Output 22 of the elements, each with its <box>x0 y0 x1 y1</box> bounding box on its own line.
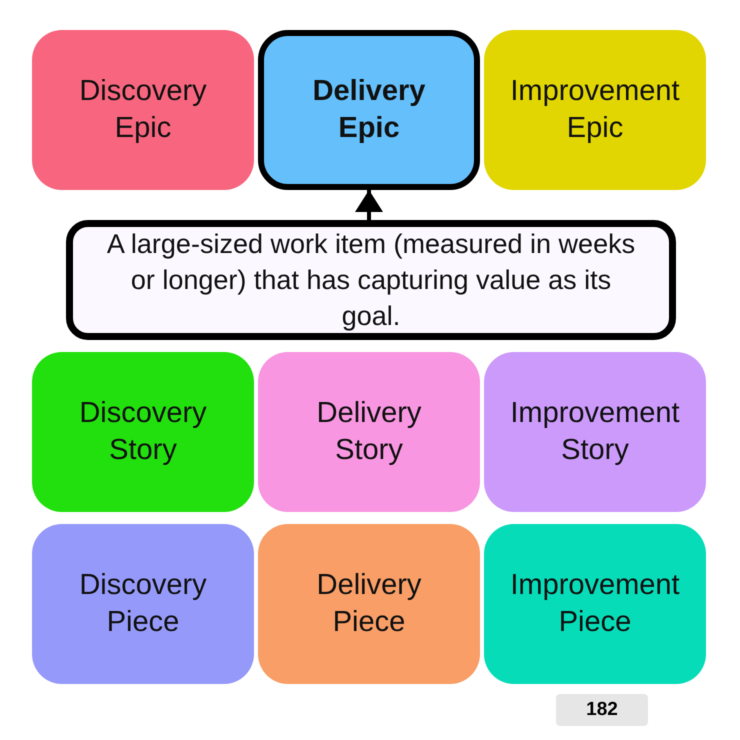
tile-title: Improvement Epic <box>509 74 681 146</box>
tile-title: Delivery Epic <box>312 74 426 146</box>
tile-title: Improvement Story <box>509 396 681 468</box>
tooltip-text: A large-sized work item (measured in weeks or longer) that has capturing value as its goal. <box>106 228 636 333</box>
tile-title: Discovery Story <box>78 396 208 468</box>
tile <box>484 524 706 684</box>
tile <box>258 30 480 190</box>
tile-title: Delivery Piece <box>316 568 422 640</box>
tile-title: Discovery Piece <box>78 568 208 640</box>
pointer-arrow <box>355 190 383 220</box>
tile-title: Discovery Epic <box>78 74 208 146</box>
tile-title: Delivery Story <box>316 396 422 468</box>
tooltip-card <box>66 220 676 340</box>
tile <box>32 352 254 512</box>
tile <box>258 524 480 684</box>
tile <box>32 524 254 684</box>
tile <box>32 30 254 190</box>
page-number: 182 <box>556 694 648 726</box>
tile <box>258 352 480 512</box>
tile <box>484 30 706 190</box>
tile-title: Improvement Piece <box>509 568 681 640</box>
tile <box>484 352 706 512</box>
